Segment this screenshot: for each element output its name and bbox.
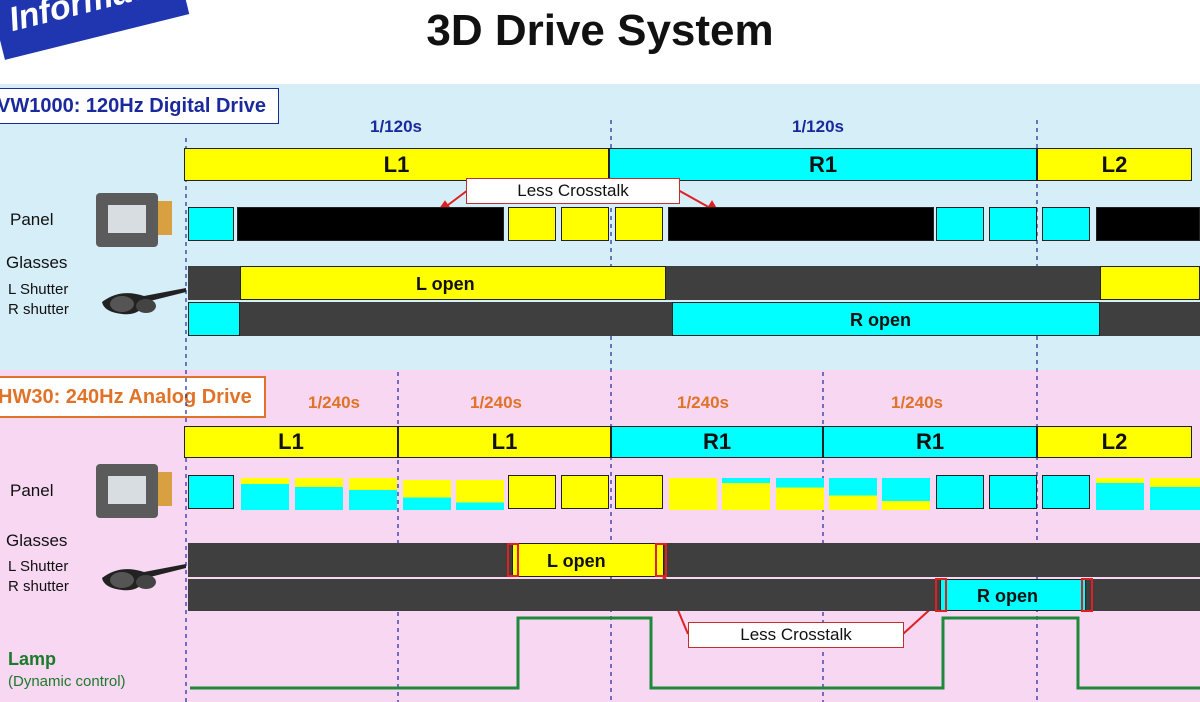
hw-panel-subframe	[188, 475, 234, 509]
hw-r-transition-marker	[935, 578, 947, 612]
hw-panel-subframe	[1042, 475, 1090, 509]
hw-period-label: 1/240s	[308, 393, 360, 412]
hw-panel-transition	[669, 478, 717, 510]
hw-frame-l1: L1	[184, 426, 398, 458]
vw-panel-subframe	[989, 207, 1037, 241]
hw30-header: HW30: 240Hz Analog Drive	[0, 376, 266, 418]
vw-panel-subframe	[615, 207, 663, 241]
hw-r-transition-marker	[1081, 578, 1093, 612]
hw-frame-l1: L1	[398, 426, 611, 458]
vw-period-label: 1/120s	[792, 117, 844, 136]
hw-l-transition-marker	[655, 543, 667, 577]
hw-l-transition-marker	[507, 543, 519, 577]
vw-panel-label: Panel	[10, 210, 54, 229]
vw-l-open-bar	[1100, 266, 1200, 300]
hw-panel-transition	[241, 478, 289, 510]
vw-r-shutter-label: R shutter	[8, 301, 69, 318]
hw-panel-transition	[882, 478, 930, 510]
hw-panel-transition	[776, 478, 824, 510]
hw-glasses-label: Glasses	[6, 531, 68, 550]
hw-panel-transition	[349, 478, 397, 510]
hw-panel-subframe	[989, 475, 1037, 509]
panel-chip-icon	[96, 464, 174, 518]
hw-panel-transition	[295, 478, 343, 510]
hw-panel-transition	[456, 480, 504, 510]
hw-panel-transition	[722, 478, 770, 510]
vw-r-open-bar	[672, 302, 1100, 336]
vw-panel-subframe	[1042, 207, 1090, 241]
hw-r-open-label: R open	[977, 586, 1038, 606]
hw-panel-transition	[1096, 478, 1144, 510]
vw-l-shutter-label: L Shutter	[8, 281, 69, 298]
vw-frame-l2: L2	[1037, 148, 1192, 181]
hw-l-shutter-label: L Shutter	[8, 558, 69, 575]
hw-panel-label: Panel	[10, 481, 54, 500]
vw-panel-black-frame	[1096, 207, 1200, 241]
vw-r-open-label: R open	[850, 310, 911, 330]
lamp-label: Lamp	[8, 649, 57, 669]
vw-period-label: 1/120s	[370, 117, 422, 136]
hw-panel-transition	[403, 480, 451, 510]
vw-panel-subframe	[508, 207, 556, 241]
hw-panel-subframe	[615, 475, 663, 509]
hw-period-label: 1/240s	[470, 393, 522, 412]
hw-panel-subframe	[508, 475, 556, 509]
hw-r-shutter-label: R shutter	[8, 578, 69, 595]
vw-frame-r1: R1	[609, 148, 1037, 181]
hw-l-open-bar	[512, 543, 664, 577]
hw-panel-subframe	[936, 475, 984, 509]
vw-panel-black-frame	[668, 207, 934, 241]
vw-l-open-label: L open	[416, 274, 475, 294]
vw-glasses-label: Glasses	[6, 253, 68, 272]
lamp-signal-line	[190, 616, 1200, 690]
vw1000-header: VW1000: 120Hz Digital Drive	[0, 88, 279, 124]
hw-panel-transition	[829, 478, 877, 510]
hw-l-shutter-track	[188, 543, 1200, 577]
vw-r-open-bar	[188, 302, 240, 336]
vw-panel-subframe	[188, 207, 234, 241]
3d-glasses-icon	[100, 282, 188, 318]
arrow-line	[677, 189, 713, 210]
vw-panel-subframe	[936, 207, 984, 241]
hw30-section-background	[0, 370, 1200, 702]
hw-frame-r1: R1	[823, 426, 1037, 458]
vw-frame-l1: L1	[184, 148, 609, 181]
vw-l-open-bar	[240, 266, 666, 300]
vw-less-crosstalk-callout: Less Crosstalk	[466, 178, 680, 204]
hw-r-open-bar	[940, 579, 1086, 611]
hw-period-label: 1/240s	[891, 393, 943, 412]
panel-chip-icon	[96, 193, 174, 247]
hw-frame-l2: L2	[1037, 426, 1192, 458]
hw-period-label: 1/240s	[677, 393, 729, 412]
hw-frame-r1: R1	[611, 426, 823, 458]
vw-panel-black-frame	[237, 207, 504, 241]
hw-panel-transition	[1150, 478, 1200, 510]
hw-less-crosstalk-callout: Less Crosstalk	[688, 622, 904, 648]
hw-l-open-label: L open	[547, 551, 606, 571]
hw-panel-subframe	[561, 475, 609, 509]
3d-glasses-icon	[100, 558, 188, 594]
page-title: 3D Drive System	[426, 6, 774, 55]
vw-panel-subframe	[561, 207, 609, 241]
lamp-sublabel: (Dynamic control)	[8, 673, 126, 690]
